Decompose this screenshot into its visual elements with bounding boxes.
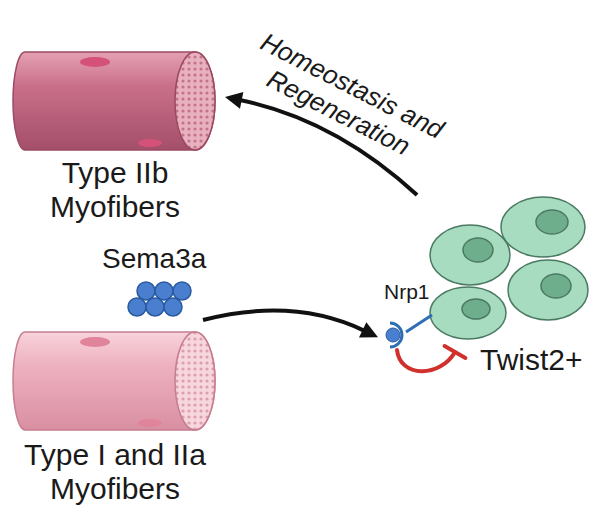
node-label: Twist2+ [480, 343, 595, 377]
connector-line [203, 311, 364, 331]
arrow-head [225, 92, 243, 109]
myofiber-body [13, 52, 215, 150]
receptor-stem [406, 315, 432, 332]
myonucleus [138, 419, 162, 427]
cell-nucleus [536, 210, 568, 234]
cell [430, 287, 506, 339]
myofiber-body [13, 332, 215, 430]
myonucleus [80, 57, 110, 67]
cell [430, 225, 510, 285]
cell [501, 197, 585, 257]
cell-nucleus [462, 299, 490, 319]
cell [508, 260, 588, 320]
connector-arrow [203, 311, 378, 338]
inhibition-arc [397, 350, 455, 371]
cell-group [430, 197, 588, 339]
ligand [173, 282, 191, 300]
node-label: Type I and IIa Myofibers [5, 438, 225, 506]
ligand [164, 298, 182, 316]
ligand [137, 282, 155, 300]
inhibition-bar [445, 346, 466, 358]
myonucleus [138, 139, 162, 147]
ligand [155, 282, 173, 300]
ligand-cluster [128, 282, 191, 316]
myofiber-face [175, 52, 215, 150]
ligand [146, 298, 164, 316]
node-label: Type IIb Myofibers [5, 156, 225, 224]
cell-nucleus [541, 274, 571, 298]
ligand [128, 298, 146, 316]
myofiber-face [175, 332, 215, 430]
ligand-name: Sema3a [102, 243, 206, 275]
myofiber-group: Type IIb Myofibers [5, 40, 225, 230]
myonucleus [80, 337, 110, 347]
receptor-name: Nrp1 [384, 280, 430, 304]
arrow-head [359, 322, 378, 337]
bound-ligand [386, 328, 400, 342]
myofiber-group: Type I and IIa Myofibers [5, 320, 225, 512]
edge-label: Homeostasis and Regeneration [236, 23, 455, 174]
cell-nucleus [463, 238, 493, 262]
